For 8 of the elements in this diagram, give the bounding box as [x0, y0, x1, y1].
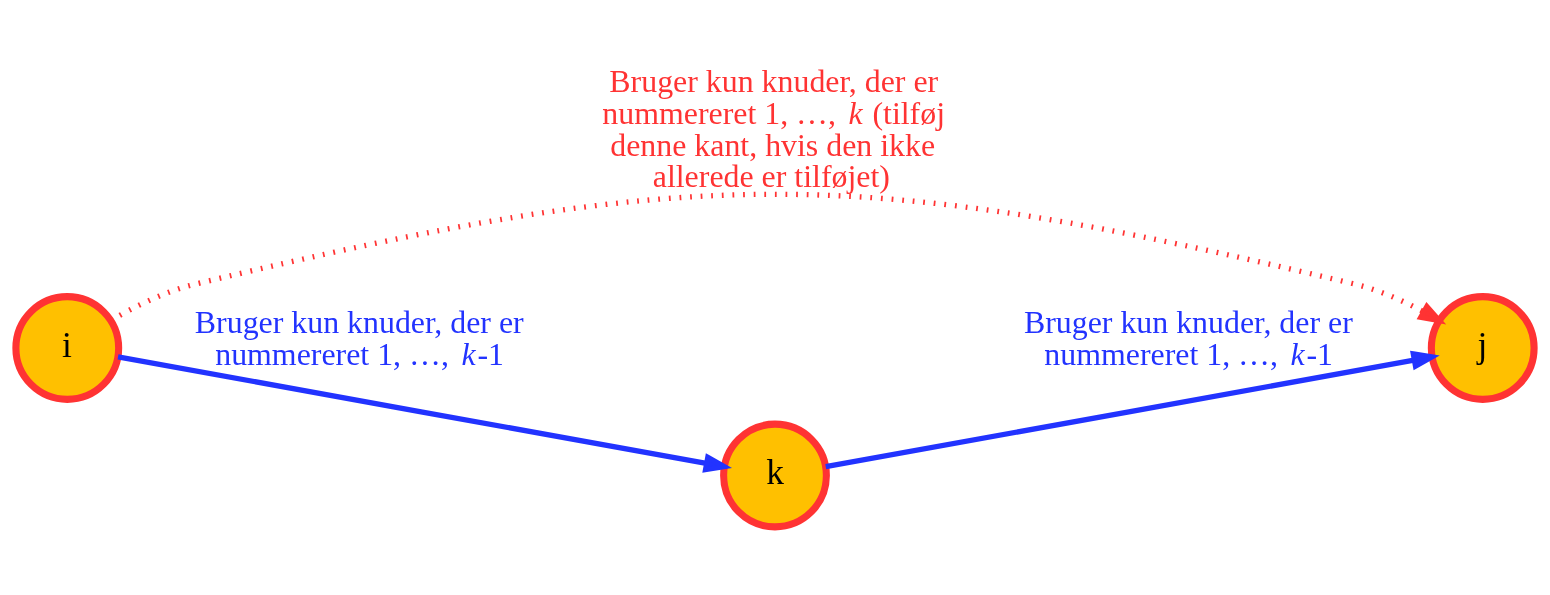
arrow — [117, 354, 732, 473]
node-circle: k — [720, 420, 830, 531]
edge-label: Bruger kun knuder, der er nummereret 1, …, k (tilføj denne kant, hvis den ikke allerede er tilføjet) — [602, 63, 946, 195]
node-circle: i — [12, 293, 123, 403]
edge-label: Bruger kun knuder, der er nummereret 1, …, k-1 — [194, 304, 524, 372]
edge-label: Bruger kun knuder, der er nummereret 1, …, k-1 — [1023, 304, 1353, 372]
arrow — [825, 350, 1440, 470]
node-circle: j — [1427, 293, 1538, 403]
